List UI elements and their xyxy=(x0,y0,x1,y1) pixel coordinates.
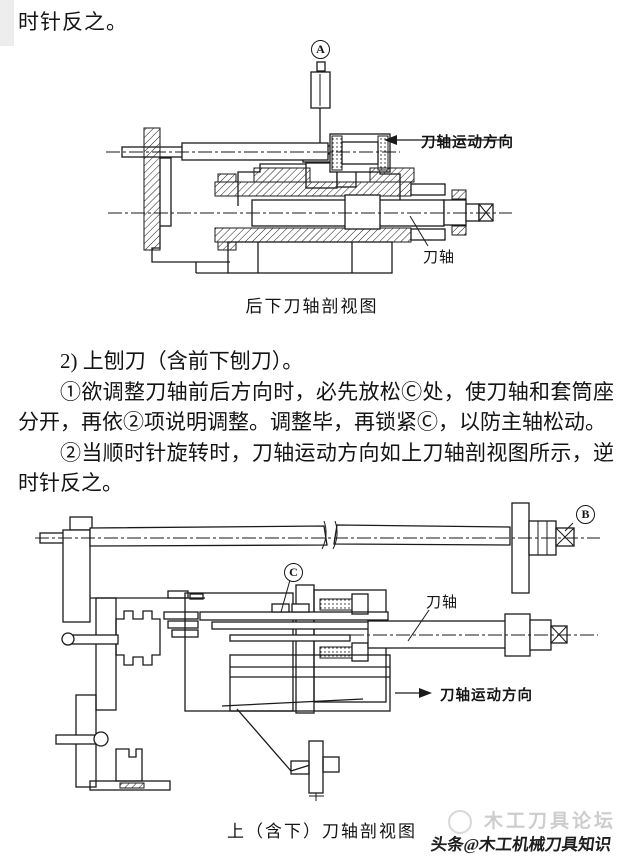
upper-feed-shaft xyxy=(106,133,400,173)
paragraph-step1: ①欲调整刀轴前后方向时，必先放松Ⓒ处，使刀轴和套筒座分开，再依②项说明调整。调整… xyxy=(18,379,614,435)
mounting-plate xyxy=(143,127,230,263)
top-line-text: 时针反之。 xyxy=(18,10,128,34)
shaft-label-2: 刀轴 xyxy=(426,595,459,611)
forum-logo-icon xyxy=(448,810,472,834)
lower-bracket xyxy=(195,241,393,274)
paragraph-step2: ②当顺时针旋转时，刀轴运动方向如上刀轴剖视图所示，逆时针反之。 xyxy=(18,440,614,496)
shaft-leader-line xyxy=(409,215,429,247)
lower-housing xyxy=(55,654,391,801)
callout-a-marker: A xyxy=(311,40,330,59)
paragraph-heading: 2) 上刨刀（含前下刨刀）。 xyxy=(60,349,304,373)
byline-watermark: 头条@木工机械刀具知识 xyxy=(429,835,613,854)
left-arrow-icon xyxy=(384,135,506,145)
forum-watermark: 木工刀具论坛 xyxy=(484,811,617,832)
callout-b-marker: B xyxy=(576,505,595,524)
right-arrow-icon xyxy=(395,688,432,698)
upper-diagram-caption: 上（含下）刀轴剖视图 xyxy=(227,822,417,841)
central-body xyxy=(184,579,389,714)
scan-artifact xyxy=(0,0,14,46)
motion-direction-label: 刀轴运动方向 xyxy=(421,135,514,151)
upper-shaft-diagram xyxy=(35,502,600,801)
adjusting-rod xyxy=(35,502,600,623)
body-text: 2) 上刨刀（含前下刨刀）。 ①欲调整刀轴前后方向时，必先放松Ⓒ处，使刀轴和套筒… xyxy=(18,346,614,499)
rear-lower-diagram-caption: 后下刀轴剖视图 xyxy=(245,297,379,316)
callout-c-marker: C xyxy=(284,563,303,582)
cutter-shaft xyxy=(319,593,598,662)
rear-lower-shaft-diagram xyxy=(106,61,512,274)
shaft-label: 刀轴 xyxy=(423,250,456,266)
motion-direction-label-2: 刀轴运动方向 xyxy=(440,688,533,704)
